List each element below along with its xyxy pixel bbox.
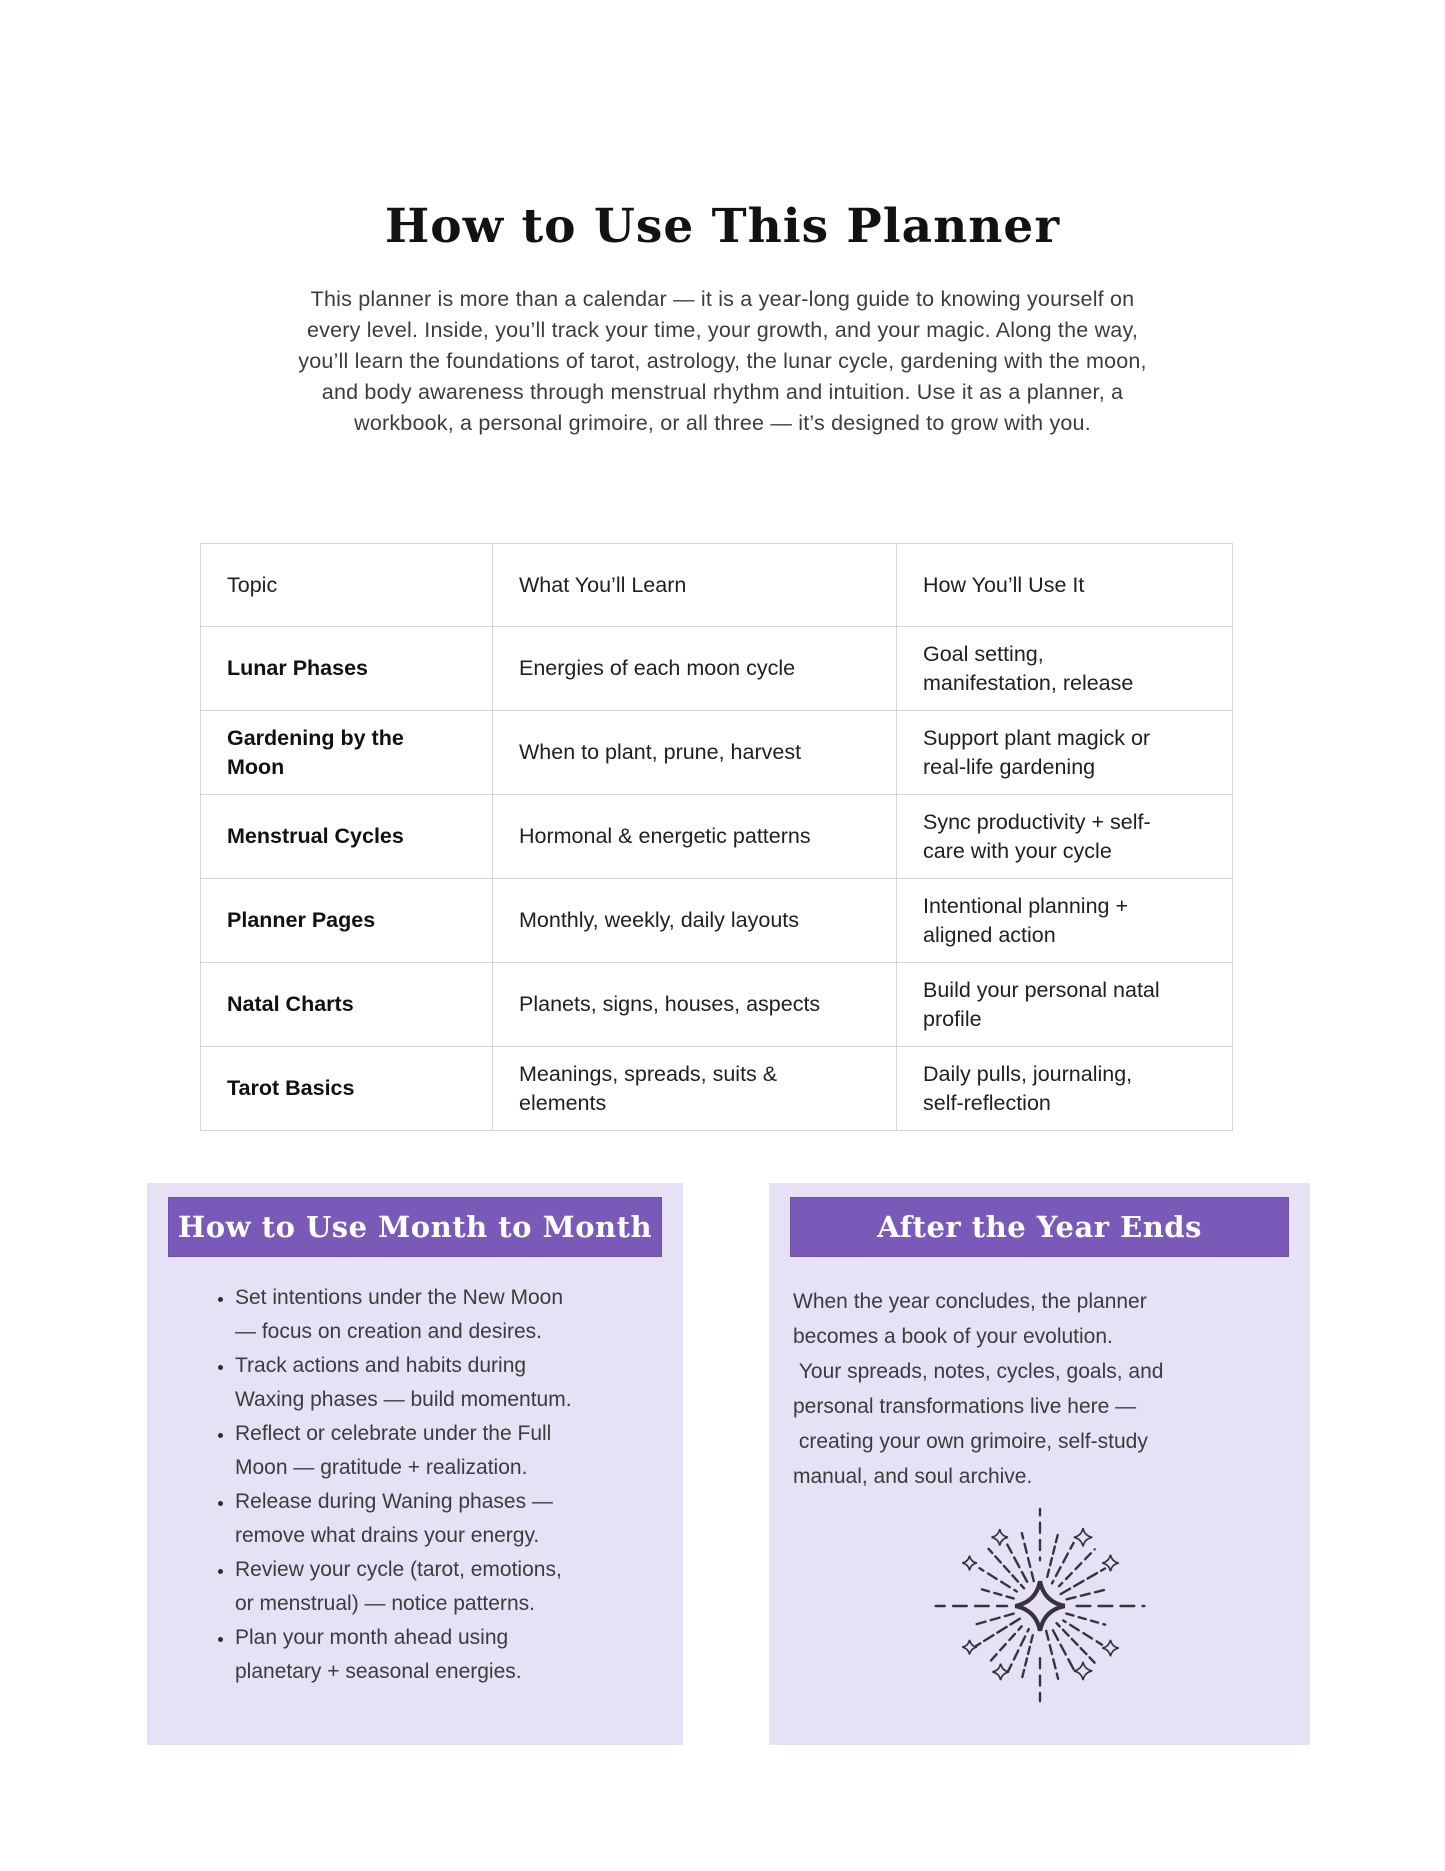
cell-learn: Energies of each moon cycle [492,626,897,711]
year-box-heading: After the Year Ends [877,1210,1202,1244]
cell-use: Build your personal natal profile [896,962,1233,1047]
table-row: Gardening by the Moon When to plant, pru… [200,710,1233,795]
month-to-month-box: How to Use Month to Month Set intentions… [147,1183,683,1745]
col-header-topic: Topic [200,543,493,627]
list-item: Plan your month ahead using planetary + … [235,1621,657,1689]
cell-topic: Natal Charts [200,962,493,1047]
list-item: Release during Waning phases — remove wh… [235,1485,657,1553]
cell-topic: Gardening by the Moon [200,710,493,795]
col-header-learn: What You’ll Learn [492,543,897,627]
table-row: Natal Charts Planets, signs, houses, asp… [200,962,1233,1047]
list-item: Review your cycle (tarot, emotions, or m… [235,1553,657,1621]
month-box-heading: How to Use Month to Month [177,1210,653,1244]
cell-use: Goal setting, manifestation, release [896,626,1233,711]
cell-topic: Lunar Phases [200,626,493,711]
cell-use: Support plant magick or real-life garden… [896,710,1233,795]
topics-table: Topic What You’ll Learn How You’ll Use I… [200,543,1233,1131]
cell-learn: Hormonal & energetic patterns [492,794,897,879]
list-item: Set intentions under the New Moon — focu… [235,1281,657,1349]
list-item: Track actions and habits during Waxing p… [235,1349,657,1417]
year-box-paragraph: When the year concludes, the planner bec… [793,1290,1164,1488]
starburst-icon [933,1507,1146,1703]
table-row: Planner Pages Monthly, weekly, daily lay… [200,878,1233,963]
year-box-heading-banner: After the Year Ends [790,1197,1289,1257]
table-row: Tarot Basics Meanings, spreads, suits & … [200,1046,1233,1131]
col-header-use: How You’ll Use It [896,543,1233,627]
cell-learn: When to plant, prune, harvest [492,710,897,795]
cell-topic: Menstrual Cycles [200,794,493,879]
month-bullet-list: Set intentions under the New Moon — focu… [147,1281,683,1689]
list-item: Reflect or celebrate under the Full Moon… [235,1417,657,1485]
cell-learn: Planets, signs, houses, aspects [492,962,897,1047]
cell-learn: Monthly, weekly, daily layouts [492,878,897,963]
table-header-row: Topic What You’ll Learn How You’ll Use I… [200,543,1233,627]
cell-topic: Planner Pages [200,878,493,963]
page-title: How to Use This Planner [384,199,1061,254]
cell-topic: Tarot Basics [200,1046,493,1131]
cell-use: Daily pulls, journaling, self-reflection [896,1046,1233,1131]
month-box-heading-banner: How to Use Month to Month [168,1197,662,1257]
cell-use: Intentional planning + aligned action [896,878,1233,963]
table-row: Menstrual Cycles Hormonal & energetic pa… [200,794,1233,879]
table-row: Lunar Phases Energies of each moon cycle… [200,626,1233,711]
cell-use: Sync productivity + self- care with your… [896,794,1233,879]
cell-learn: Meanings, spreads, suits & elements [492,1046,897,1131]
after-year-box: After the Year Ends When the year conclu… [769,1183,1310,1745]
intro-paragraph: This planner is more than a calendar — i… [298,287,1147,435]
